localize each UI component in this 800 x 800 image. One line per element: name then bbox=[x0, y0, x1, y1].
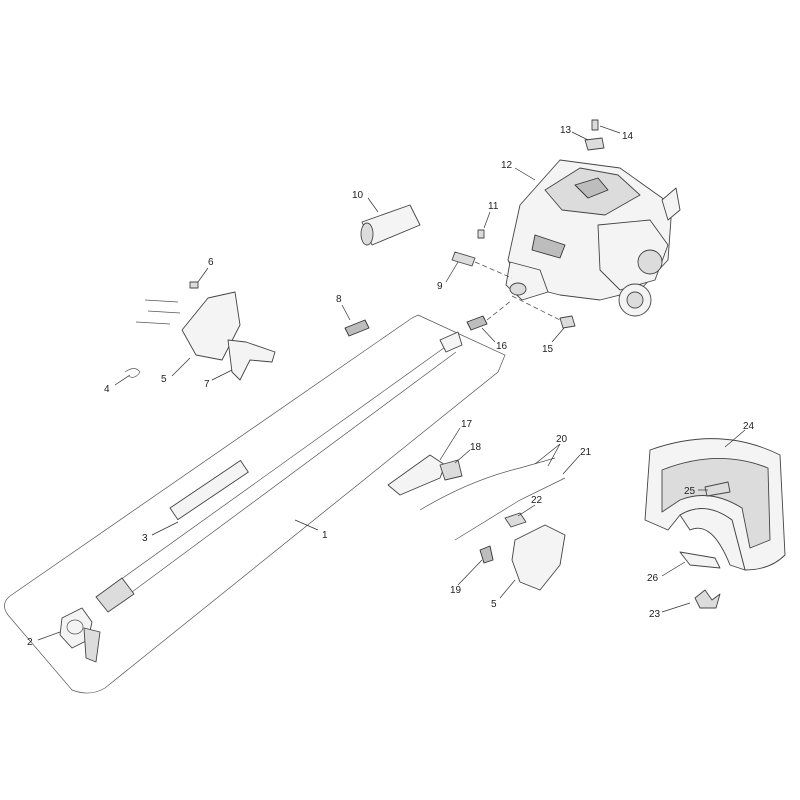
spring-part-8 bbox=[344, 319, 370, 337]
callout-11: 11 bbox=[488, 201, 499, 212]
callout-6: 6 bbox=[208, 257, 214, 268]
cable-part-20 bbox=[419, 457, 556, 511]
callout-19: 19 bbox=[450, 585, 462, 596]
callout-22: 22 bbox=[531, 495, 543, 506]
clamp-part-2 bbox=[59, 607, 101, 663]
callout-24: 24 bbox=[743, 421, 755, 432]
callout-13: 13 bbox=[560, 125, 572, 136]
screw-part-14 bbox=[591, 119, 599, 131]
spring-part-19 bbox=[479, 545, 494, 564]
callout-16: 16 bbox=[496, 341, 508, 352]
callout-18: 18 bbox=[470, 442, 482, 453]
callout-3: 3 bbox=[142, 533, 148, 544]
callout-14: 14 bbox=[622, 131, 634, 142]
washer-part-22 bbox=[504, 512, 527, 528]
cable-part-21 bbox=[454, 477, 566, 541]
callout-25: 25 bbox=[684, 486, 696, 497]
clip-part-4 bbox=[124, 368, 141, 378]
housing-part-5-lower bbox=[511, 524, 566, 591]
callout-7: 7 bbox=[204, 379, 210, 390]
callout-15: 15 bbox=[542, 344, 554, 355]
shaft-outline-region bbox=[4, 314, 506, 694]
bracket-part-26 bbox=[679, 551, 721, 569]
small-parts bbox=[124, 119, 731, 609]
wingnut-part-23 bbox=[694, 589, 721, 609]
nut-part-15 bbox=[559, 315, 576, 329]
callout-20: 20 bbox=[556, 434, 568, 445]
screw-part-11 bbox=[477, 229, 485, 239]
callout-1: 1 bbox=[322, 530, 328, 541]
shaft-coupler bbox=[95, 577, 135, 613]
shaft-label-plate bbox=[169, 460, 249, 521]
screws-part-6 bbox=[135, 281, 199, 325]
callout-8: 8 bbox=[336, 294, 342, 305]
shaft-end-fitting bbox=[439, 331, 463, 353]
switch-part-18 bbox=[439, 459, 463, 481]
screw-part-13 bbox=[584, 137, 605, 151]
leader-lines bbox=[37, 125, 746, 641]
shaft-assembly bbox=[4, 314, 506, 694]
bolt-part-25 bbox=[704, 481, 731, 497]
bolt-part-9 bbox=[451, 251, 476, 267]
shaft-tube-bottom bbox=[131, 351, 457, 593]
trigger-part-7 bbox=[227, 339, 276, 381]
callout-10: 10 bbox=[352, 190, 364, 201]
callout-5b: 5 bbox=[491, 599, 497, 610]
callout-labels: 1 2 3 4 5 6 7 8 9 10 11 12 13 14 15 16 1… bbox=[27, 125, 755, 648]
handle-part-24 bbox=[644, 438, 786, 571]
throttle-part-17 bbox=[387, 454, 446, 496]
callout-4: 4 bbox=[104, 384, 110, 395]
housing-part-5-upper bbox=[181, 291, 241, 361]
shaft-tube-top bbox=[119, 344, 449, 581]
callout-5a: 5 bbox=[161, 374, 167, 385]
callout-2: 2 bbox=[27, 637, 33, 648]
callout-21: 21 bbox=[580, 447, 592, 458]
callout-9: 9 bbox=[437, 281, 443, 292]
callout-23: 23 bbox=[649, 609, 661, 620]
callout-26: 26 bbox=[647, 573, 659, 584]
callout-12: 12 bbox=[501, 160, 513, 171]
engine-part-12 bbox=[505, 159, 681, 317]
spring-part-16 bbox=[466, 315, 488, 331]
callout-17: 17 bbox=[461, 419, 473, 430]
